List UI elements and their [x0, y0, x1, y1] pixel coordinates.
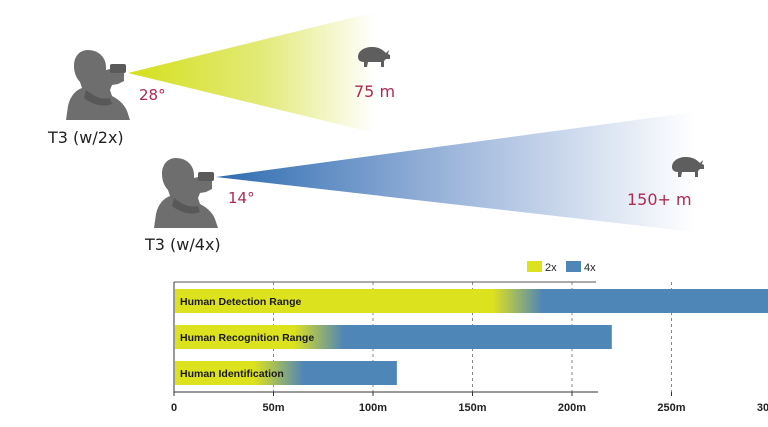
legend-swatch-4x [566, 261, 581, 272]
silhouette-binoculars-icon [154, 158, 218, 228]
beam-4x [216, 112, 695, 232]
bar-human-recognition-range [175, 325, 612, 349]
x-tick-label: 300m [757, 402, 768, 414]
bar-category-label: Human Recognition Range [180, 332, 314, 344]
range-label-2x: 75 m [354, 82, 395, 101]
bar-category-label: Human Identification [180, 368, 284, 380]
camera-2x-group: 28° 75 m T3 (w/2x) [47, 12, 395, 147]
legend-label-2x: 2x [545, 262, 557, 274]
camera-label-4x: T3 (w/4x) [144, 235, 221, 254]
bar-human-detection-range [175, 289, 768, 313]
bar-category-label: Human Detection Range [180, 296, 302, 308]
x-tick-labels: 050m100m150m200m250m300m350m400m [171, 392, 768, 414]
x-tick-label: 250m [657, 402, 685, 414]
x-tick-label: 0 [171, 402, 177, 414]
fov-label-2x: 28° [139, 86, 166, 104]
chart-legend: 2x 4x [527, 261, 596, 274]
x-tick-label: 100m [359, 402, 387, 414]
fov-label-4x: 14° [228, 189, 255, 207]
silhouette-binoculars-icon [66, 50, 130, 120]
x-tick-label: 50m [262, 402, 284, 414]
camera-label-2x: T3 (w/2x) [47, 128, 124, 147]
beam-2x [128, 12, 375, 133]
camera-4x-group: 14° 150+ m T3 (w/4x) [144, 112, 704, 254]
range-label-4x: 150+ m [627, 190, 692, 209]
legend-label-4x: 4x [584, 262, 596, 274]
bar-human-identification [175, 361, 397, 385]
x-tick-label: 150m [458, 402, 486, 414]
x-tick-label: 200m [558, 402, 586, 414]
legend-swatch-2x [527, 261, 542, 272]
